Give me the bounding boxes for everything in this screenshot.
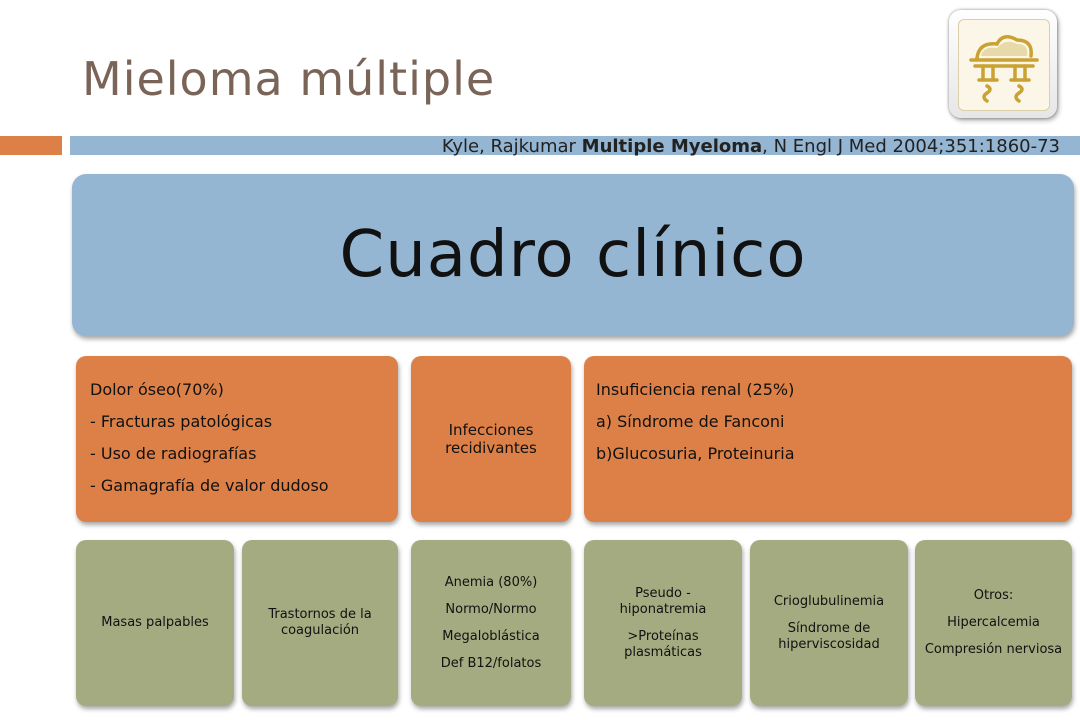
branch-item: - Uso de radiografías xyxy=(90,444,257,463)
leaf-line: Megaloblástica xyxy=(442,628,540,644)
leaf-node-pseudohyponatremia: Pseudo - hiponatremia >Proteínas plasmát… xyxy=(584,540,742,706)
leaf-line: Normo/Normo xyxy=(445,601,537,617)
branch-heading: Insuficiencia renal (25%) xyxy=(596,380,795,399)
branch-node-bone-pain: Dolor óseo(70%) - Fracturas patológicas … xyxy=(76,356,398,522)
leaf-node-coagulation: Trastornos de la coagulación xyxy=(242,540,398,706)
branch-item: - Gamagrafía de valor dudoso xyxy=(90,476,329,495)
decorative-blue-bar xyxy=(70,136,1080,155)
leaf-line: >Proteínas plasmáticas xyxy=(624,628,702,660)
leaf-line: Def B12/folatos xyxy=(440,655,542,671)
root-node: Cuadro clínico xyxy=(72,174,1074,336)
leaf-node-cryoglobulinemia: Crioglubulinemia Síndrome de hiperviscos… xyxy=(750,540,908,706)
branch-node-infections: Infecciones recidivantes xyxy=(411,356,571,522)
branch-heading: Infecciones recidivantes xyxy=(445,421,537,457)
leaf-line: Otros: xyxy=(973,588,1014,603)
leaf-label: Masas palpables xyxy=(101,615,209,630)
citation-title: Multiple Myeloma xyxy=(581,136,763,157)
pharmacy-mortar-logo-icon xyxy=(958,19,1050,111)
branch-item: b)Glucosuria, Proteinuria xyxy=(596,444,795,463)
leaf-line: Compresión nerviosa xyxy=(924,642,1063,657)
citation-authors: Kyle, Rajkumar xyxy=(441,136,582,157)
leaf-line: Síndrome de hiperviscosidad xyxy=(778,620,880,652)
branch-heading: Dolor óseo(70%) xyxy=(90,380,224,399)
branch-item: - Fracturas patológicas xyxy=(90,412,273,431)
branch-item: a) Síndrome de Fanconi xyxy=(596,412,785,431)
branch-node-renal-failure: Insuficiencia renal (25%) a) Síndrome de… xyxy=(584,356,1072,522)
slide-title: Mieloma múltiple xyxy=(82,52,496,106)
citation-source: , N Engl J Med 2004;351:1860-73 xyxy=(762,136,1060,157)
leaf-label: Trastornos de la coagulación xyxy=(268,607,372,638)
decorative-orange-bar xyxy=(0,136,62,155)
leaf-line: Anemia (80%) xyxy=(444,574,538,590)
citation: Kyle, Rajkumar Multiple Myeloma, N Engl … xyxy=(442,136,1060,157)
root-node-label: Cuadro clínico xyxy=(339,218,807,292)
leaf-node-palpable-masses: Masas palpables xyxy=(76,540,234,706)
leaf-node-others: Otros: Hipercalcemia Compresión nerviosa xyxy=(915,540,1072,706)
leaf-line: Crioglubulinemia xyxy=(773,593,885,609)
leaf-line: Pseudo - hiponatremia xyxy=(619,585,707,617)
leaf-node-anemia: Anemia (80%) Normo/Normo Megaloblástica … xyxy=(411,540,571,706)
leaf-line: Hipercalcemia xyxy=(947,615,1040,630)
logo xyxy=(949,10,1057,118)
